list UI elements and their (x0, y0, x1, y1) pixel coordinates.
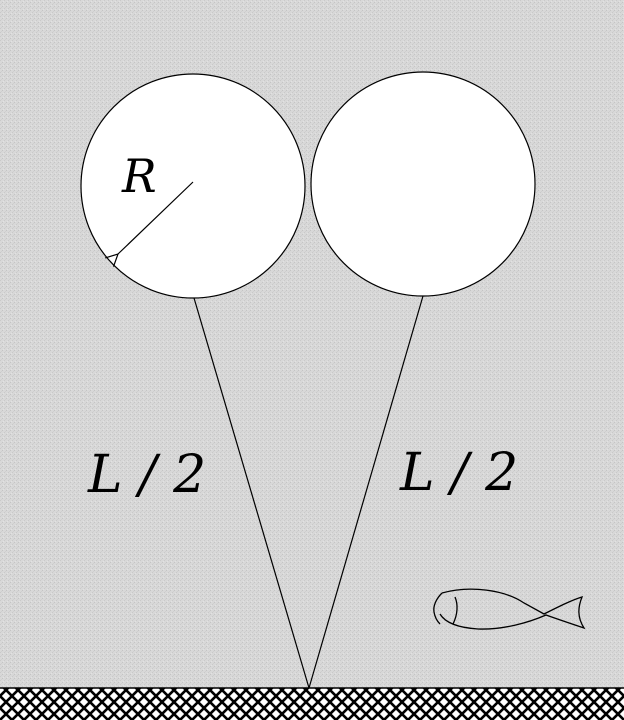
radius-arrow (118, 181, 194, 254)
fish-icon (433, 588, 586, 630)
water-background (0, 0, 624, 688)
right-string-label: L / 2 (399, 443, 518, 503)
radius-label: R (121, 149, 157, 203)
seabed (0, 688, 624, 720)
right-balloon (310, 71, 536, 297)
right-string (308, 295, 424, 689)
left-string (193, 297, 310, 689)
left-string-label: L / 2 (87, 445, 206, 505)
left-balloon (80, 73, 306, 299)
